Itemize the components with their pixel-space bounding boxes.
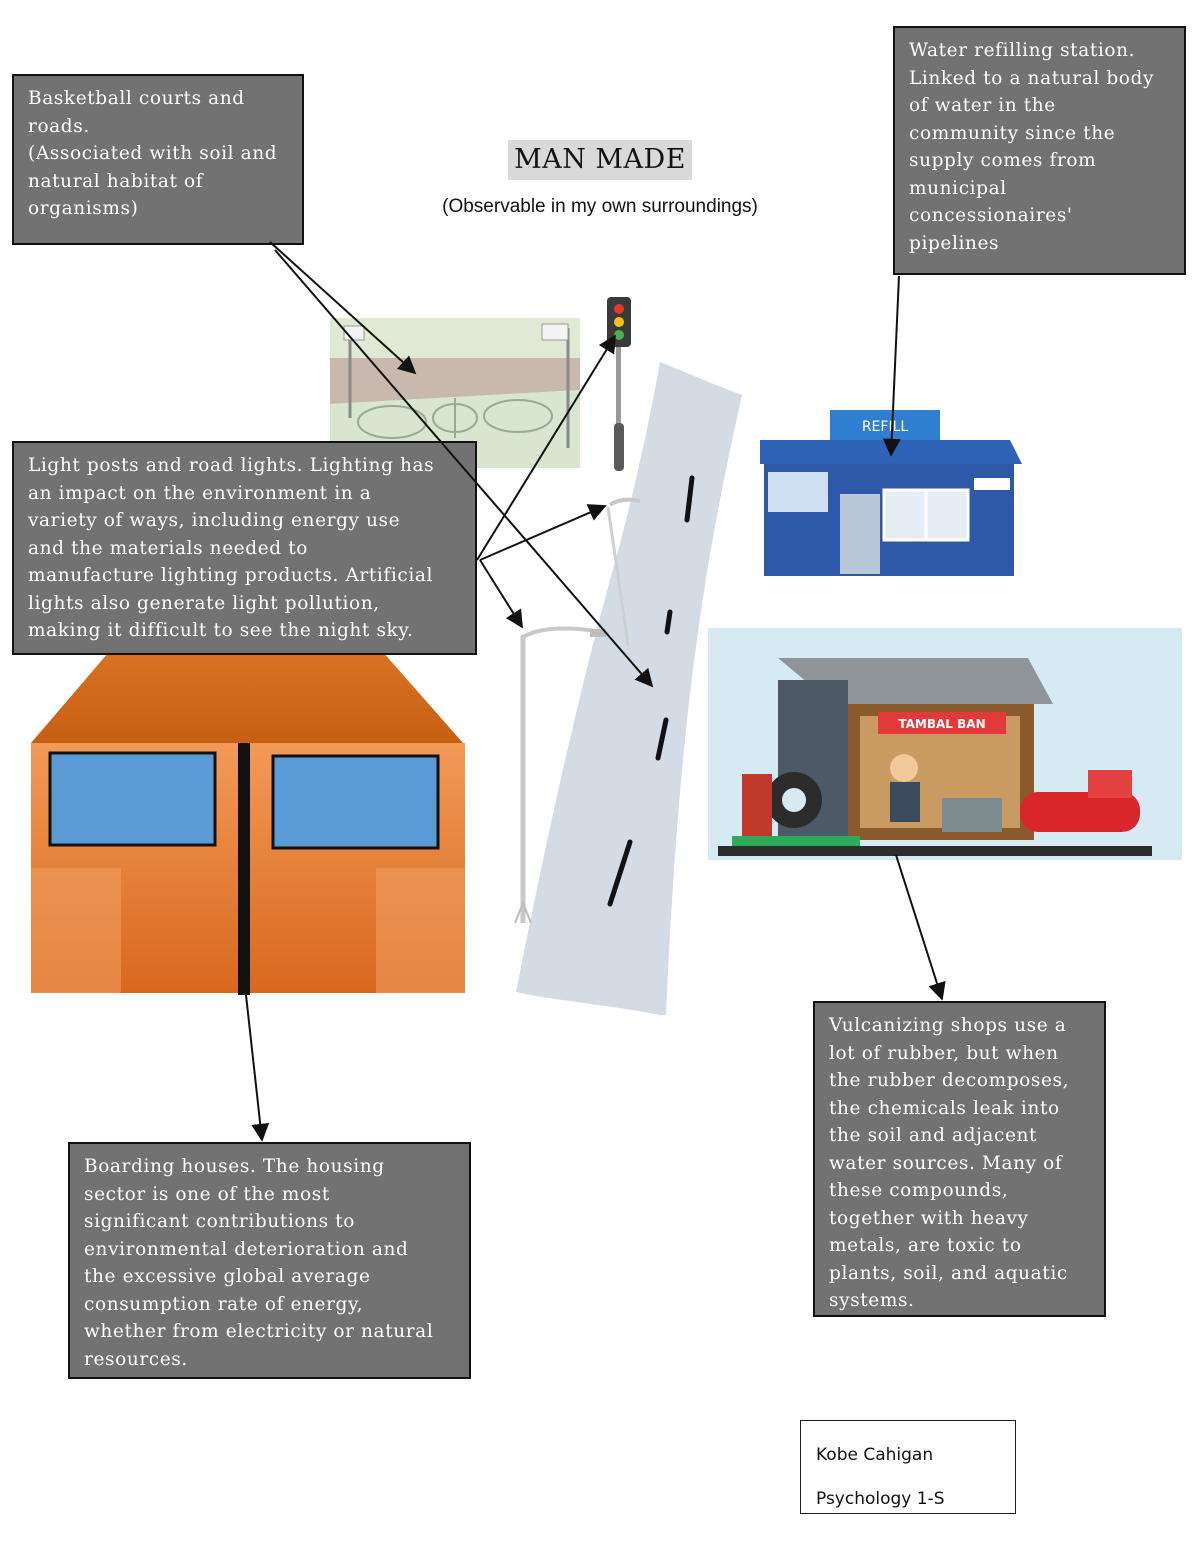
- lights-callout: Light posts and road lights. Lighting ha…: [12, 441, 477, 655]
- page-title: MAN MADE: [508, 140, 692, 180]
- street-lamp-image: [514, 497, 641, 924]
- water-refilling-station-image: REFILL: [760, 402, 1025, 580]
- water-station-callout: Water refilling station. Linked to a nat…: [893, 26, 1186, 275]
- arrow-to-boarding-callout: [245, 994, 270, 1142]
- basketball-callout: Basketball courts and roads. (Associated…: [12, 74, 304, 245]
- author-name: Kobe Cahigan: [816, 1445, 934, 1465]
- road-image: [516, 362, 742, 1015]
- station-sign-text: REFILL: [862, 419, 909, 435]
- author-box: Kobe Cahigan Psychology 1-S: [800, 1420, 1016, 1514]
- arrow-to-vulcanizing-callout: [895, 854, 946, 1001]
- vulcanizing-callout: Vulcanizing shops use a lot of rubber, b…: [813, 1001, 1106, 1317]
- page-subtitle: (Observable in my own surroundings): [442, 196, 758, 217]
- vulcanizing-shop-image: TAMBAL BAN: [708, 628, 1182, 860]
- author-course: Psychology 1-S: [816, 1489, 945, 1509]
- boarding-house-image: [31, 618, 465, 995]
- shop-sign-text: TAMBAL BAN: [898, 717, 985, 731]
- boarding-house-callout: Boarding houses. The housing sector is o…: [68, 1142, 471, 1379]
